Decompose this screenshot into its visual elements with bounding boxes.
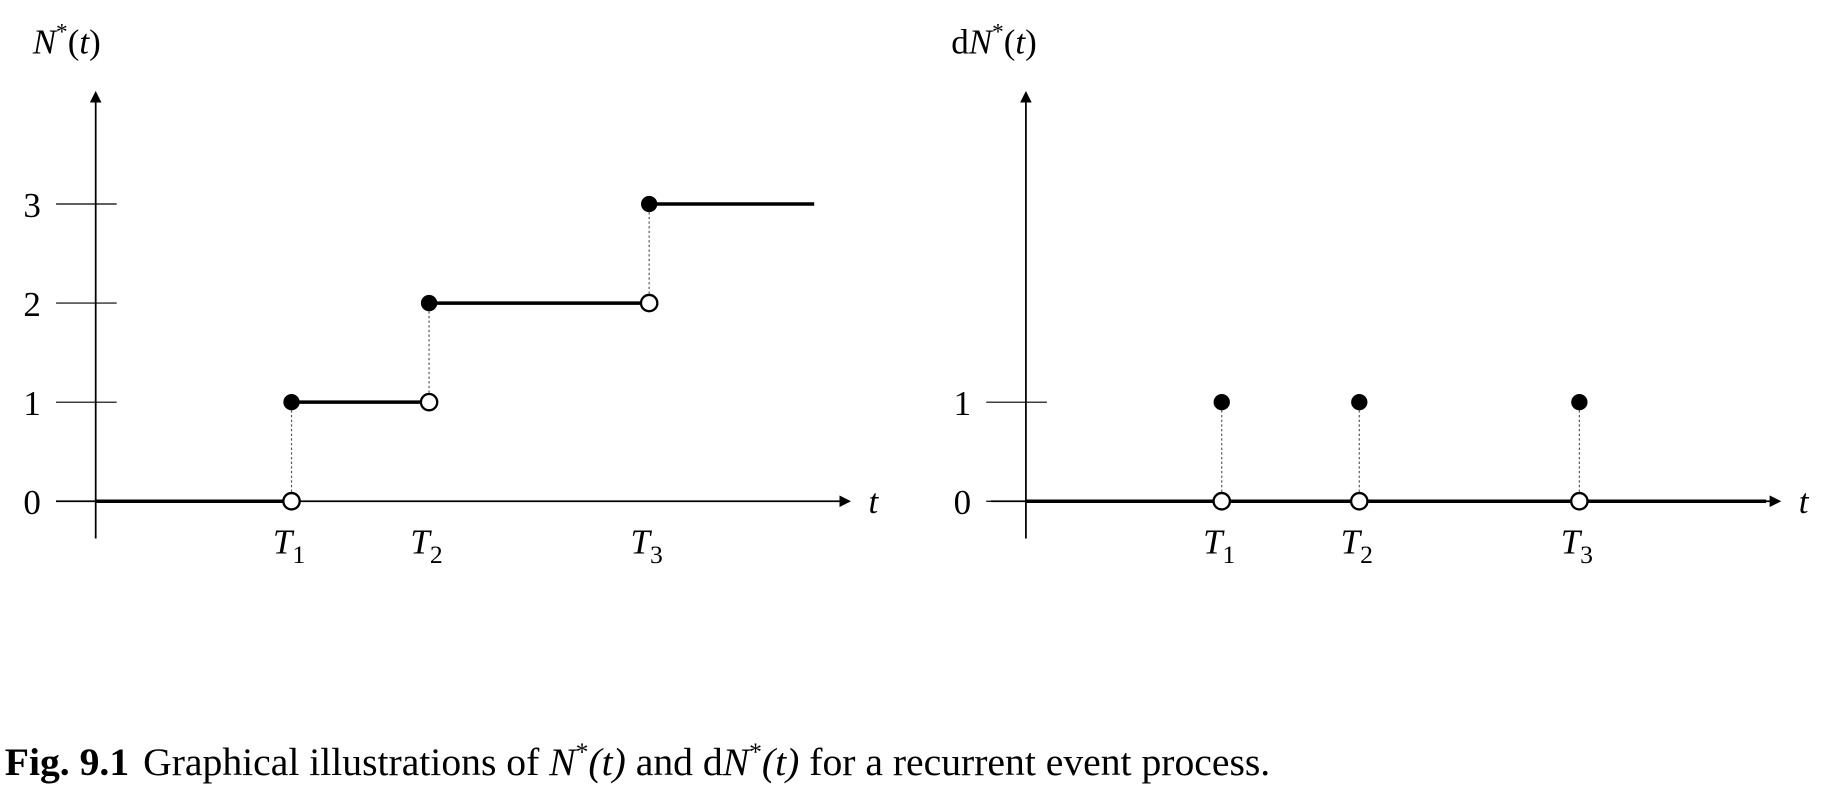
left-x-tick-label: T3: [631, 523, 663, 569]
right-x-tick-label: T2: [1341, 523, 1373, 569]
closed-point: [1571, 394, 1588, 411]
closed-point: [1213, 394, 1230, 411]
open-point: [1570, 491, 1589, 511]
left-y-tick-label: 0: [23, 483, 40, 522]
right-chart: dN*(t) t 0 1 T1 T2 T3: [951, 20, 1809, 569]
right-x-axis-title: t: [1799, 482, 1810, 521]
open-point: [419, 392, 439, 412]
open-point: [1349, 491, 1369, 511]
open-point: [639, 293, 659, 313]
closed-point: [1351, 394, 1368, 411]
right-x-tick-label: T1: [1203, 523, 1235, 569]
closed-point: [420, 294, 438, 312]
open-point: [1212, 491, 1232, 511]
left-y-tick-label: 2: [23, 285, 40, 324]
left-x-tick-label: T1: [273, 523, 305, 569]
open-point: [282, 491, 301, 511]
left-x-axis-title: t: [869, 482, 880, 521]
right-y-axis-title: dN*(t): [951, 20, 1037, 62]
closed-point: [640, 195, 658, 213]
right-x-tick-label: T3: [1561, 523, 1593, 569]
right-y-tick-label: 1: [954, 384, 971, 423]
closed-point: [283, 394, 300, 411]
left-y-axis-title: N*(t): [32, 20, 101, 62]
left-y-tick-label: 1: [23, 384, 40, 423]
left-y-tick-label: 3: [23, 186, 40, 225]
left-x-tick-label: T2: [410, 523, 442, 569]
right-y-tick-label: 0: [954, 483, 971, 522]
left-chart: N*(t) t 0 1 2 3 T1 T2 T3: [23, 20, 879, 569]
